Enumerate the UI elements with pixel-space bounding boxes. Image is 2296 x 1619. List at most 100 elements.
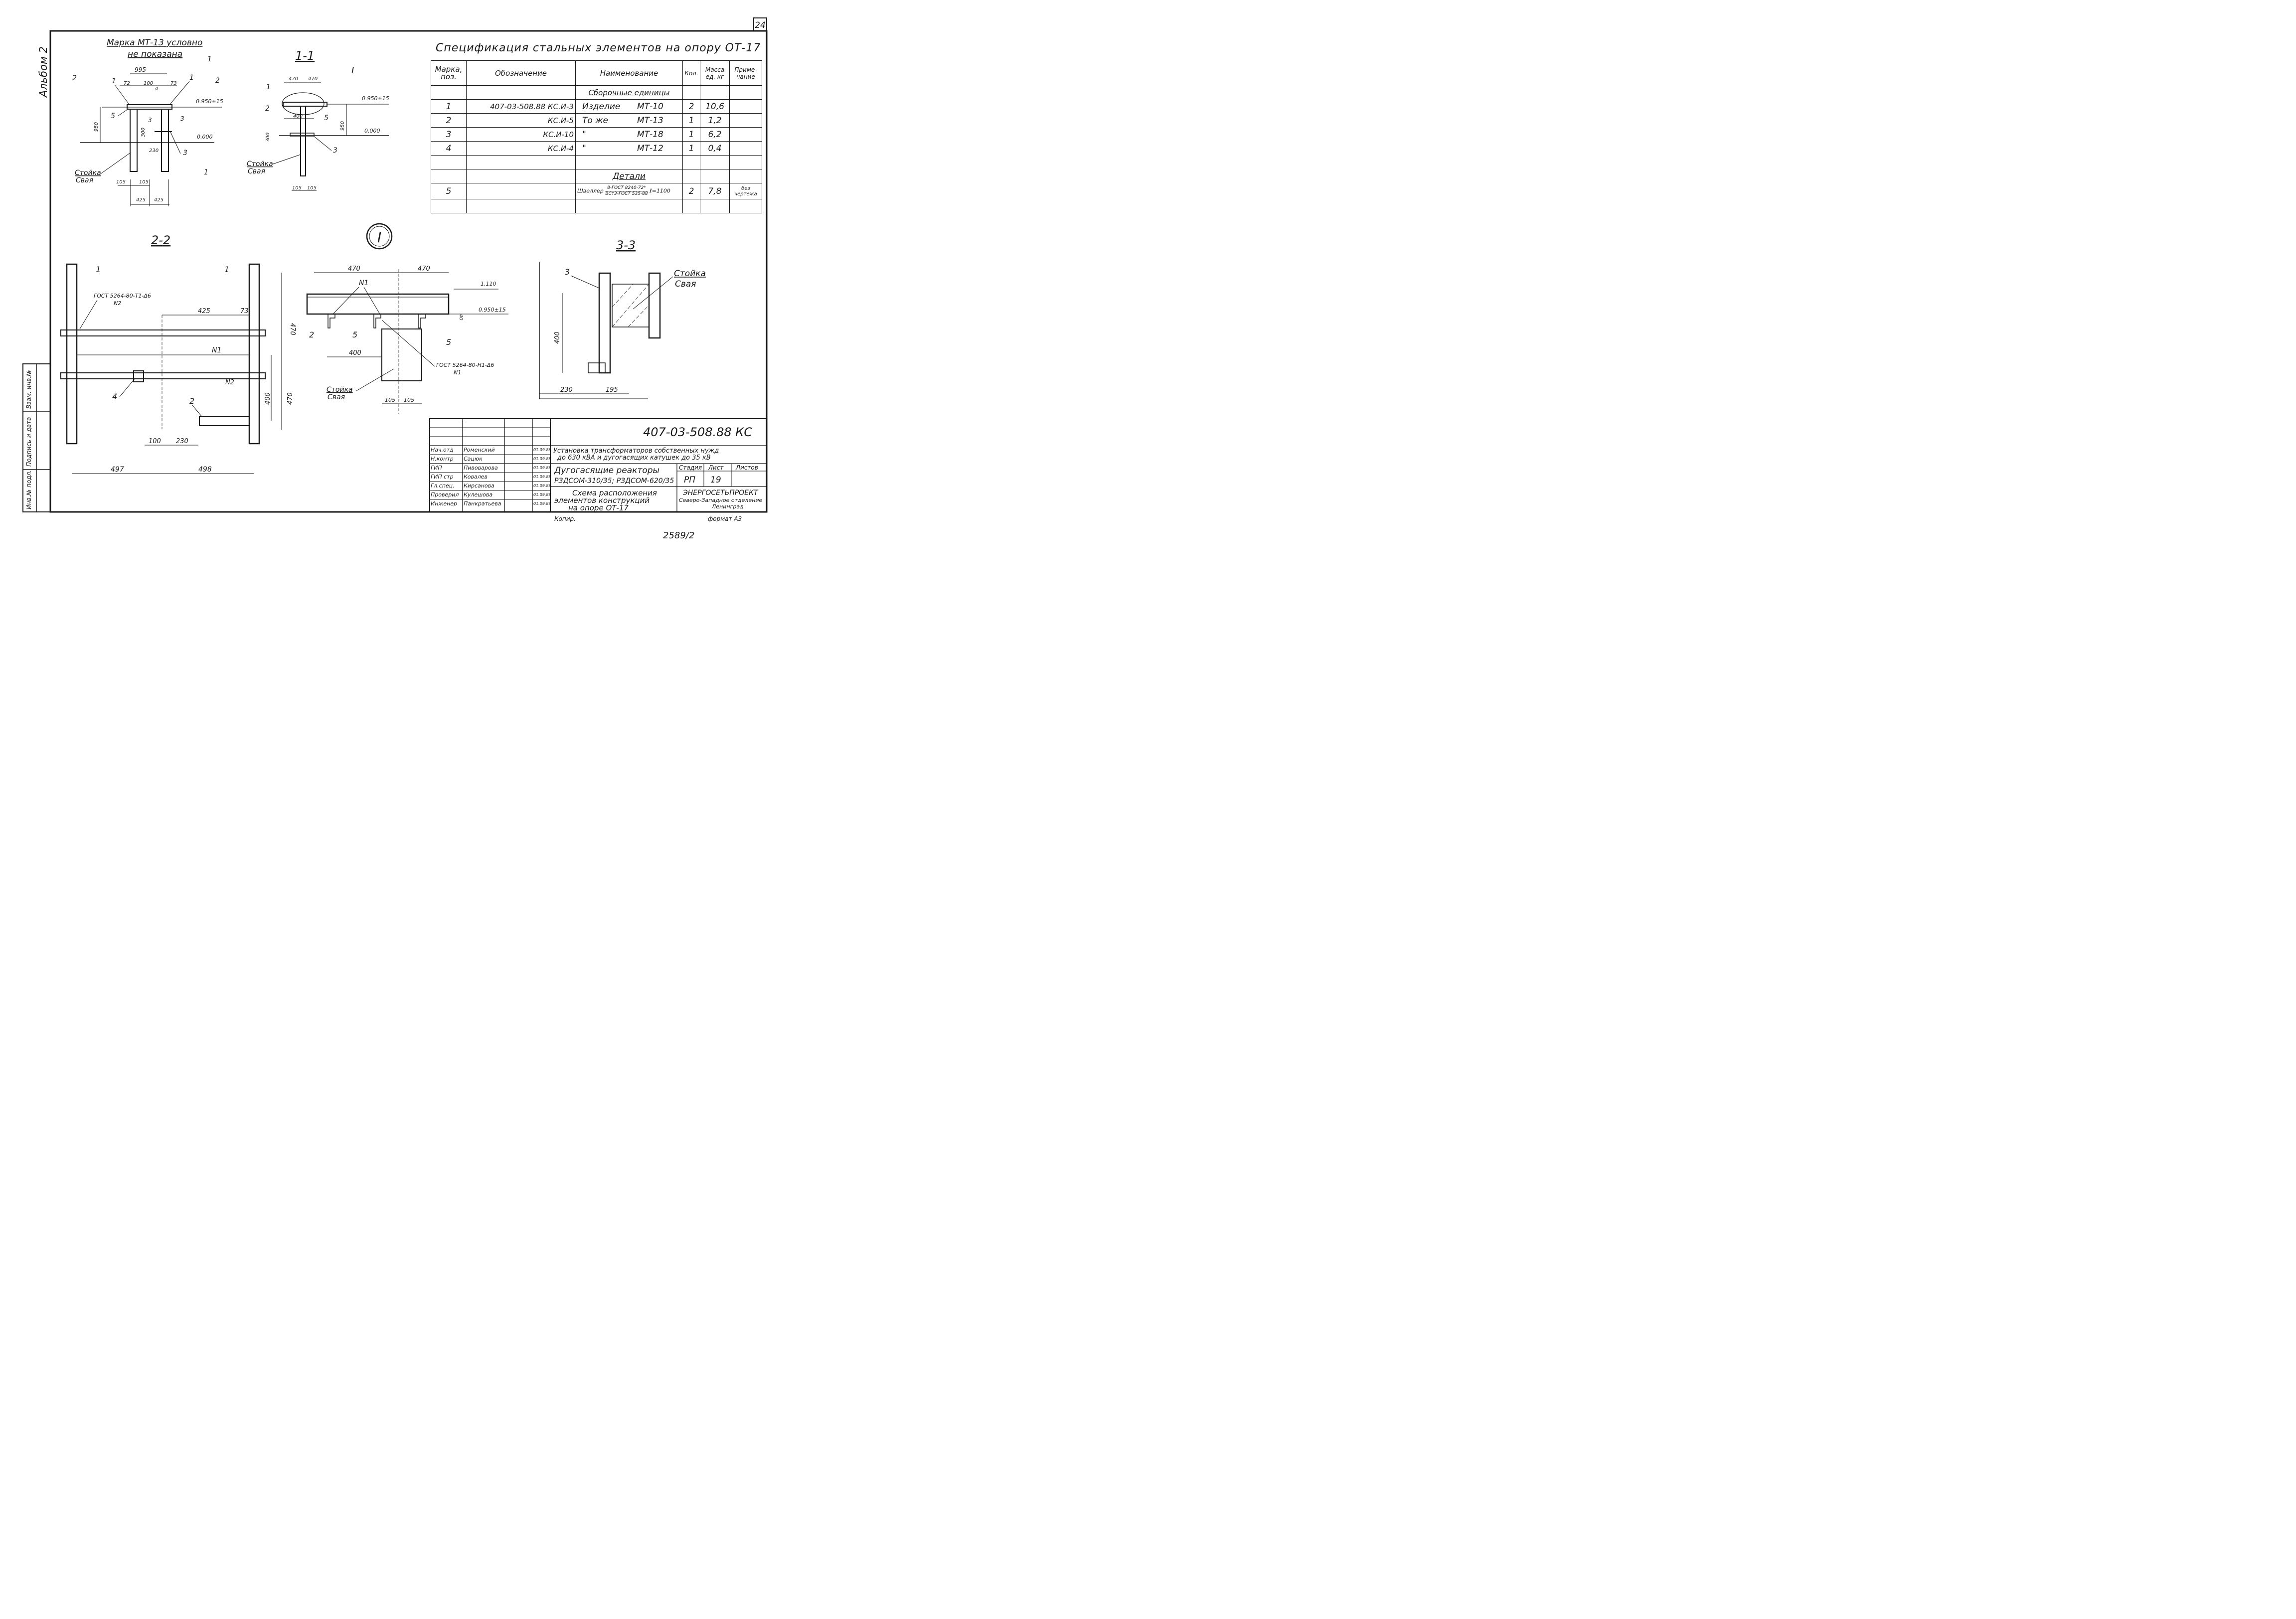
- s22-pos-1b: 1: [224, 265, 229, 274]
- spec-header-mass: Масса ед. кг: [700, 60, 730, 86]
- sec-mark-2-left: 2: [72, 74, 77, 82]
- s22-pos-2: 2: [189, 396, 194, 406]
- spec-cell-code: КС.И-10: [466, 127, 576, 142]
- det-weld-line1: ГОСТ 5264-80-Н1-Δ6: [436, 362, 494, 368]
- s22-pos-4: 4: [112, 392, 117, 401]
- view-b-pos-5: 5: [324, 114, 328, 122]
- detail-i: 470 470 1.110 0.950±15 40 N1 400 105 105…: [306, 265, 508, 414]
- spec-cell-pos: 1: [431, 99, 467, 114]
- spec-item-name: Изделие: [582, 101, 621, 112]
- spec-detail-mass: 7,8: [700, 183, 730, 199]
- det-pos-5a: 5: [352, 330, 357, 339]
- view-b-dim-470a: 470: [289, 76, 298, 82]
- view-a-note-2: не показана: [128, 49, 182, 59]
- side-stamp-replace: Взам. инв.№: [25, 370, 32, 409]
- side-stamp-sign: Подпись и дата: [25, 417, 32, 467]
- spec-cell-note: [729, 113, 762, 128]
- tb-sub-1: Дугогасящие реакторы: [554, 466, 659, 476]
- sec-mark-3-right: 3: [180, 115, 184, 122]
- view-b-pos-2: 2: [265, 105, 270, 113]
- side-stamp-inv: Инв.№ подл.: [25, 470, 32, 509]
- spec-cell-qty: 1: [682, 141, 700, 156]
- view-b-dim-105a: 105: [292, 185, 302, 191]
- people-name: Сацюк: [464, 456, 483, 462]
- dim-72: 72: [124, 81, 130, 86]
- s22-dim-230: 230: [176, 438, 188, 445]
- view-b-pile-2: Свая: [248, 167, 265, 175]
- view-b-dim-105b: 105: [307, 185, 317, 191]
- det-level-mid: 0.950±15: [479, 307, 506, 313]
- tb-sheet-1: Схема расположения: [572, 488, 657, 497]
- people-role: ГИП стр: [431, 474, 454, 480]
- view-a-pos-5: 5: [111, 112, 115, 120]
- s22-dim-425: 425: [198, 308, 210, 315]
- spec-cell-code: 407-03-508.88 КС.И-3: [466, 99, 576, 114]
- spec-cell-pos: 3: [431, 127, 467, 142]
- tb-sheet-3: на опоре ОТ-17: [568, 503, 629, 512]
- people-date: 01.09.88: [533, 448, 551, 452]
- spec-detail-material: Швеллер: [577, 187, 604, 194]
- dim-100: 100: [144, 81, 153, 86]
- people-role: Гл.спец.: [431, 483, 455, 489]
- dim-425-b: 425: [154, 197, 164, 203]
- view-b-dim-470b: 470: [308, 76, 318, 82]
- view-a-pile-1: Стойка: [75, 169, 101, 177]
- view-a: Марка МТ-13 условно не показана 995 72 1…: [72, 38, 223, 206]
- view-b-pile-1: Стойка: [247, 160, 273, 168]
- dim-4: 4: [155, 86, 158, 92]
- view-b-dim-300: 300: [265, 133, 271, 142]
- spec-cell-pos: 2: [431, 113, 467, 128]
- tb-sheet-2: элементов конструкций: [554, 496, 650, 505]
- spec-header-note: Приме-чание: [729, 60, 762, 86]
- spec-header-code: Обозначение: [466, 60, 576, 86]
- tb-desc-1: Установка трансформаторов собственных ну…: [553, 447, 719, 455]
- people-role: Нач.отд: [431, 447, 454, 453]
- spec-detail-pos: 5: [431, 183, 467, 199]
- spec-cell-pos: 4: [431, 141, 467, 156]
- s22-weld1-line1: ГОСТ 5264-80-Т1-Δ6: [94, 293, 151, 299]
- s22-pos-1a: 1: [96, 265, 101, 274]
- spec-detail-note: без чертежа: [729, 183, 762, 199]
- people-name: Пивоварова: [464, 465, 498, 471]
- det-level-top: 1.110: [481, 281, 496, 287]
- sheet-frame: [49, 30, 768, 513]
- tb-desc-2: до 630 кВА и дугогасящих катушек до 35 к…: [557, 454, 711, 462]
- spec-cell-code: КС.И-4: [466, 141, 576, 156]
- spec-cell-mass: 0,4: [700, 141, 730, 156]
- s22-weld1-line2: N2: [114, 300, 121, 307]
- sec-mark-3-left: 3: [148, 117, 152, 124]
- callout-circle: [366, 223, 393, 250]
- people-date: 01.09.88: [533, 501, 551, 506]
- view-a-pos-3: 3: [183, 149, 187, 157]
- view-b-pos-3: 3: [333, 147, 337, 155]
- s22-weld2: N1: [212, 346, 221, 354]
- people-date: 01.09.88: [533, 492, 551, 497]
- tb-format: формат А3: [708, 515, 742, 522]
- view-b-dim-950: 950: [340, 121, 345, 131]
- tb-org-2: Северо-Западное отделение: [679, 497, 763, 503]
- s33-pos-3: 3: [565, 267, 570, 277]
- people-role: Проверил: [431, 491, 459, 498]
- tb-sheet-label: Лист: [708, 464, 724, 471]
- spec-cell-qty: 1: [682, 127, 700, 142]
- spec-cell-mass: 6,2: [700, 127, 730, 142]
- s22-dim-400: 400: [264, 392, 272, 405]
- det-dim-105b: 105: [404, 397, 414, 403]
- sheet-number-box: [753, 17, 767, 31]
- spec-cell-qty: 2: [682, 99, 700, 114]
- spec-cell-note: [729, 127, 762, 142]
- tb-sub-2: РЗДСОМ-310/35; РЗДСОМ-620/35: [554, 477, 674, 485]
- det-pile-2: Свая: [328, 393, 345, 401]
- dim-950: 950: [94, 122, 99, 132]
- spec-item-name: То же: [582, 115, 608, 126]
- bottom-number: 2589/2: [663, 530, 694, 541]
- spec-header-name: Наименование: [575, 60, 683, 86]
- people-date: 01.09.88: [533, 475, 551, 479]
